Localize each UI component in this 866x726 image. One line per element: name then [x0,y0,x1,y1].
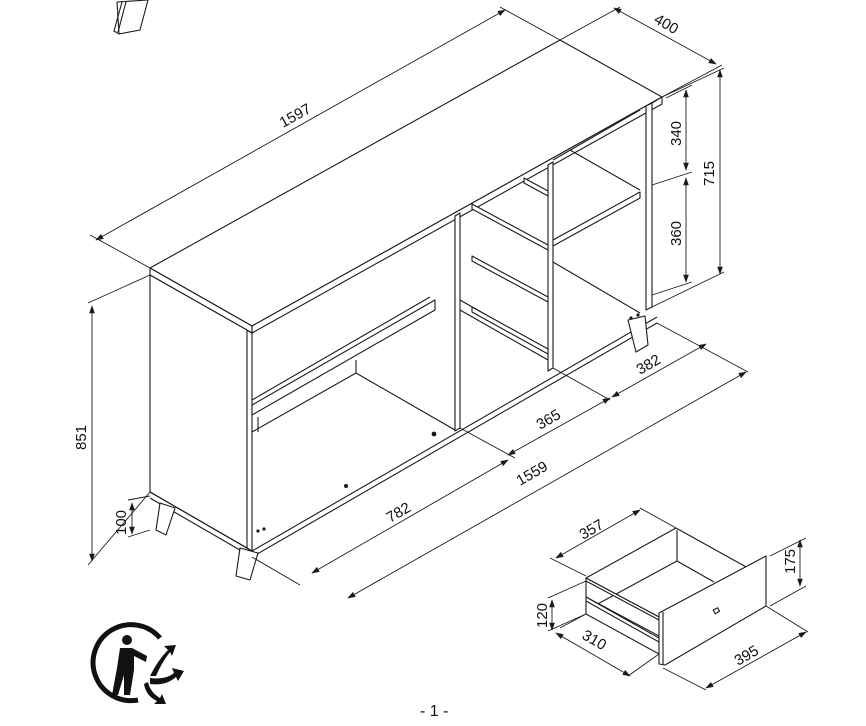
dim-total-width: 1597 [277,100,314,131]
dim-lower-compartment: 360 [668,221,685,246]
page-number: - 1 - [420,703,449,720]
dim-drawer-front-width: 395 [732,642,762,669]
recycling-logo-icon [90,622,184,704]
dim-right-section: 382 [634,351,664,378]
dim-drawer-front-height: 175 [782,549,799,574]
dim-drawer-inner-width: 310 [579,627,609,654]
dim-inner-width: 1559 [514,458,551,489]
foot-detail-icon [113,0,149,35]
dim-left-section: 782 [384,499,414,526]
dim-depth: 400 [651,11,681,38]
drawer-drawing [585,527,767,666]
dim-middle-section: 365 [534,406,564,433]
dim-drawer-length: 357 [577,516,607,543]
dim-total-height: 851 [73,425,90,450]
dim-upper-compartment: 340 [668,121,685,146]
dim-drawer-side-height: 120 [534,603,551,628]
dim-leg-height: 100 [113,510,130,535]
dim-right-height: 715 [701,161,718,186]
drawer-runners [471,177,549,355]
sideboard-drawing [149,39,663,581]
